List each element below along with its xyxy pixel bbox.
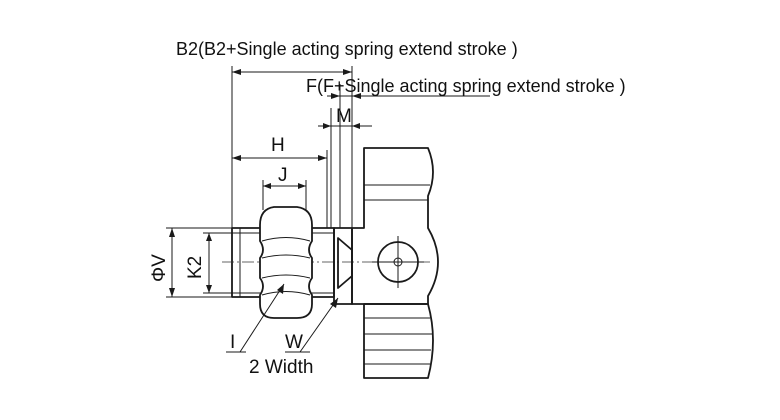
rod-shoulder <box>333 227 353 305</box>
i-label: I <box>230 332 235 353</box>
j-label: J <box>278 165 288 186</box>
k2-dimension: K2 <box>185 232 240 294</box>
i-w-width-callouts: I W 2 Width <box>226 283 339 378</box>
k2-label: K2 <box>185 256 206 279</box>
h-label: H <box>271 135 285 156</box>
width-label: 2 Width <box>249 357 313 378</box>
j-dimension: J <box>262 165 307 210</box>
m-label: M <box>336 106 352 127</box>
phi-v-label: ΦV <box>149 254 170 282</box>
w-label: W <box>285 332 303 353</box>
f-dimension: F(F+Single acting spring extend stroke ) <box>306 76 626 228</box>
b2-dimension: B2(B2+Single acting spring extend stroke… <box>176 39 518 228</box>
cylinder-body <box>351 147 439 379</box>
h-dimension: H <box>232 135 328 228</box>
hex-nut <box>259 206 313 319</box>
m-dimension: M <box>318 106 372 228</box>
phi-v-dimension: ΦV <box>149 227 236 298</box>
b2-label: B2(B2+Single acting spring extend stroke… <box>176 39 518 59</box>
f-label: F(F+Single acting spring extend stroke ) <box>306 76 626 96</box>
